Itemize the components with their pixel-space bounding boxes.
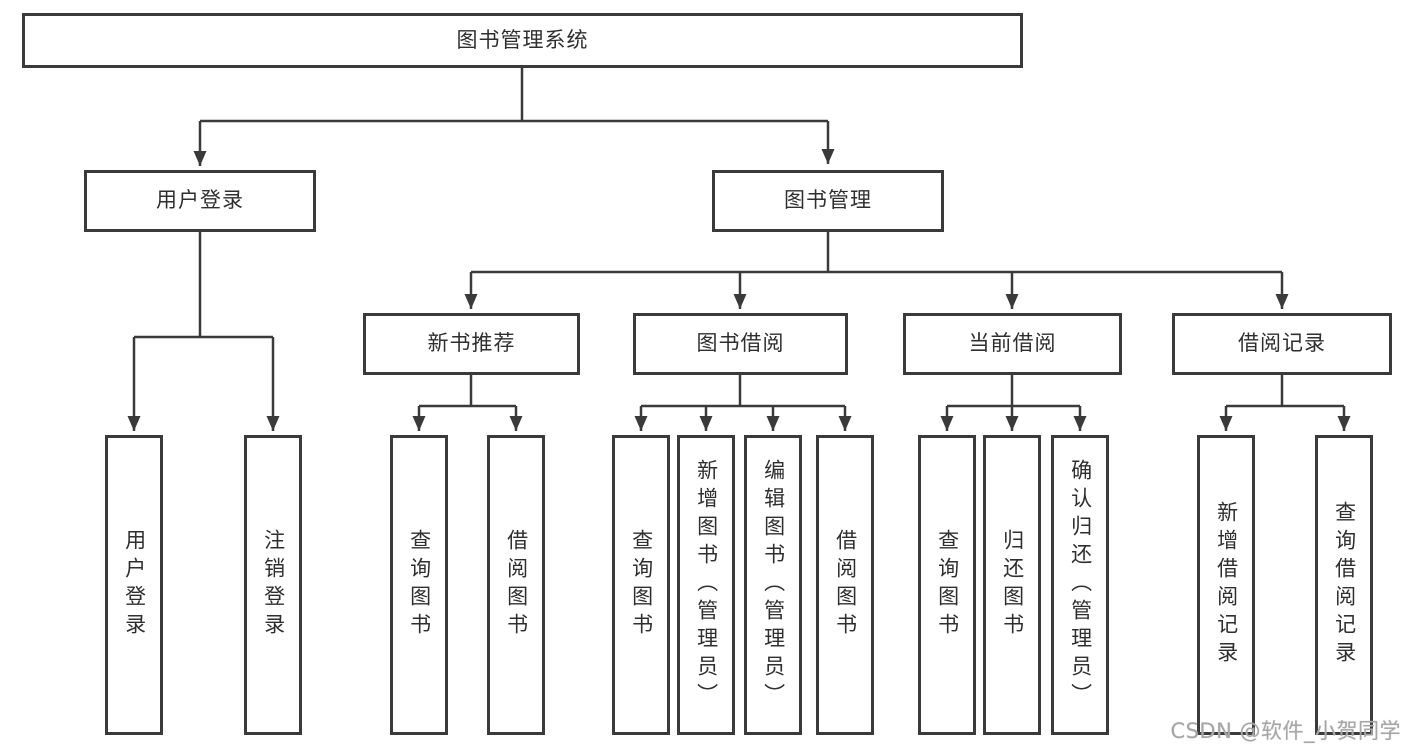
leaf-query-books-current: 查询图书 [918, 435, 976, 735]
csdn-watermark: CSDN @软件_小贺同学 [1170, 719, 1401, 743]
node-current-borrowing: 当前借阅 [903, 313, 1122, 375]
leaf-add-book-admin: 新增图书（管理员） [677, 435, 735, 735]
leaf-user-login: 用户登录 [105, 435, 163, 735]
leaf-borrow-books-recommend: 借阅图书 [487, 435, 545, 735]
leaf-borrow-books: 借阅图书 [816, 435, 874, 735]
leaf-query-books-recommend: 查询图书 [390, 435, 448, 735]
node-book-management: 图书管理 [712, 170, 944, 232]
leaf-confirm-return-admin: 确认归还（管理员） [1051, 435, 1109, 735]
node-book-borrowing: 图书借阅 [633, 313, 848, 375]
node-new-book-recommendation: 新书推荐 [363, 313, 580, 375]
node-root-library-system: 图书管理系统 [22, 13, 1023, 68]
leaf-logout: 注销登录 [244, 435, 302, 735]
leaf-query-borrow-record: 查询借阅记录 [1315, 435, 1373, 735]
leaf-add-borrow-record: 新增借阅记录 [1197, 435, 1255, 735]
leaf-query-books-borrow: 查询图书 [612, 435, 670, 735]
leaf-edit-book-admin: 编辑图书（管理员） [744, 435, 802, 735]
node-user-login: 用户登录 [84, 170, 316, 232]
leaf-return-book: 归还图书 [983, 435, 1041, 735]
node-borrowing-records: 借阅记录 [1172, 313, 1392, 375]
